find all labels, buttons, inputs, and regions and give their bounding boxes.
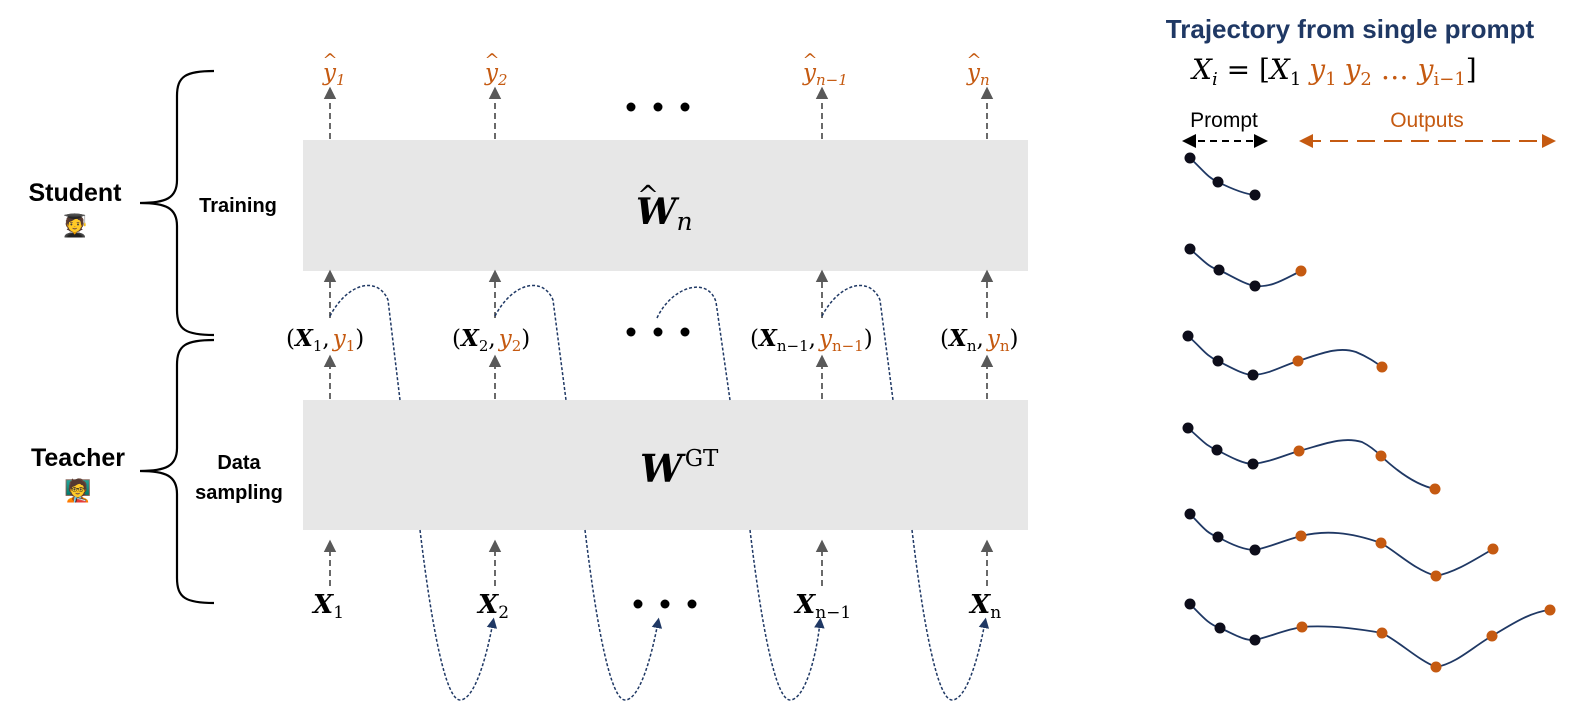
output-yn: yn	[966, 60, 990, 89]
student-model-box	[303, 140, 1028, 271]
input-xn-1: Xn−1	[793, 590, 851, 623]
output-y1-hat: ^	[322, 50, 337, 71]
input-xn: Xn	[968, 590, 1001, 623]
pair-n: (Xn,yn)	[940, 325, 1018, 355]
prompt-label: Prompt	[1190, 109, 1258, 132]
student-emoji: 🧑‍🎓	[61, 213, 88, 238]
student-brace	[139, 69, 215, 337]
output-y2-hat: ^	[484, 50, 499, 71]
teacher-emoji: 🧑‍🏫	[64, 477, 91, 503]
student-weight-label: Wn	[636, 191, 693, 236]
teacher-weight-label: WGT	[640, 446, 719, 491]
output-y1: y1	[322, 60, 346, 89]
trajectory-output-nodes	[1292, 265, 1556, 673]
input-labels: X1 X2 Xn−1 Xn	[311, 590, 1001, 623]
trajectories	[1187, 157, 1551, 668]
output-labels: y1 ^ y2 ^ yn−1 ^ yn ^	[322, 50, 990, 89]
sampling-label: sampling	[195, 482, 283, 504]
outputs-label: Outputs	[1390, 109, 1464, 132]
output-yn-1: yn−1	[802, 60, 848, 89]
pair-labels: (X1,y1) (X2,y2) (Xn−1,yn−1) (Xn,yn)	[286, 325, 1018, 355]
training-label: Training	[199, 195, 277, 217]
input-x2: X2	[476, 590, 509, 623]
student-label: Student	[28, 179, 122, 207]
feedback-loops	[329, 284, 990, 701]
teacher-label: Teacher	[31, 444, 125, 472]
pair-1: (X1,y1)	[286, 325, 364, 355]
output-y2: y2	[484, 60, 508, 89]
data-label: Data	[217, 452, 261, 474]
pair-n-1: (Xn−1,yn−1)	[750, 325, 873, 355]
output-yn-1-hat: ^	[802, 50, 817, 71]
input-x1: X1	[311, 590, 344, 623]
pair-2: (X2,y2)	[452, 325, 530, 355]
trajectory-title: Trajectory from single prompt	[1166, 14, 1535, 44]
trajectory-prompt-nodes	[1182, 152, 1261, 646]
teacher-brace	[139, 338, 215, 605]
student-weight-hat: ^	[637, 181, 659, 211]
teacher-model-box	[303, 400, 1028, 530]
output-yn-hat: ^	[966, 50, 981, 71]
ellipsis-dots	[626, 102, 697, 609]
flow-arrows	[323, 86, 994, 586]
